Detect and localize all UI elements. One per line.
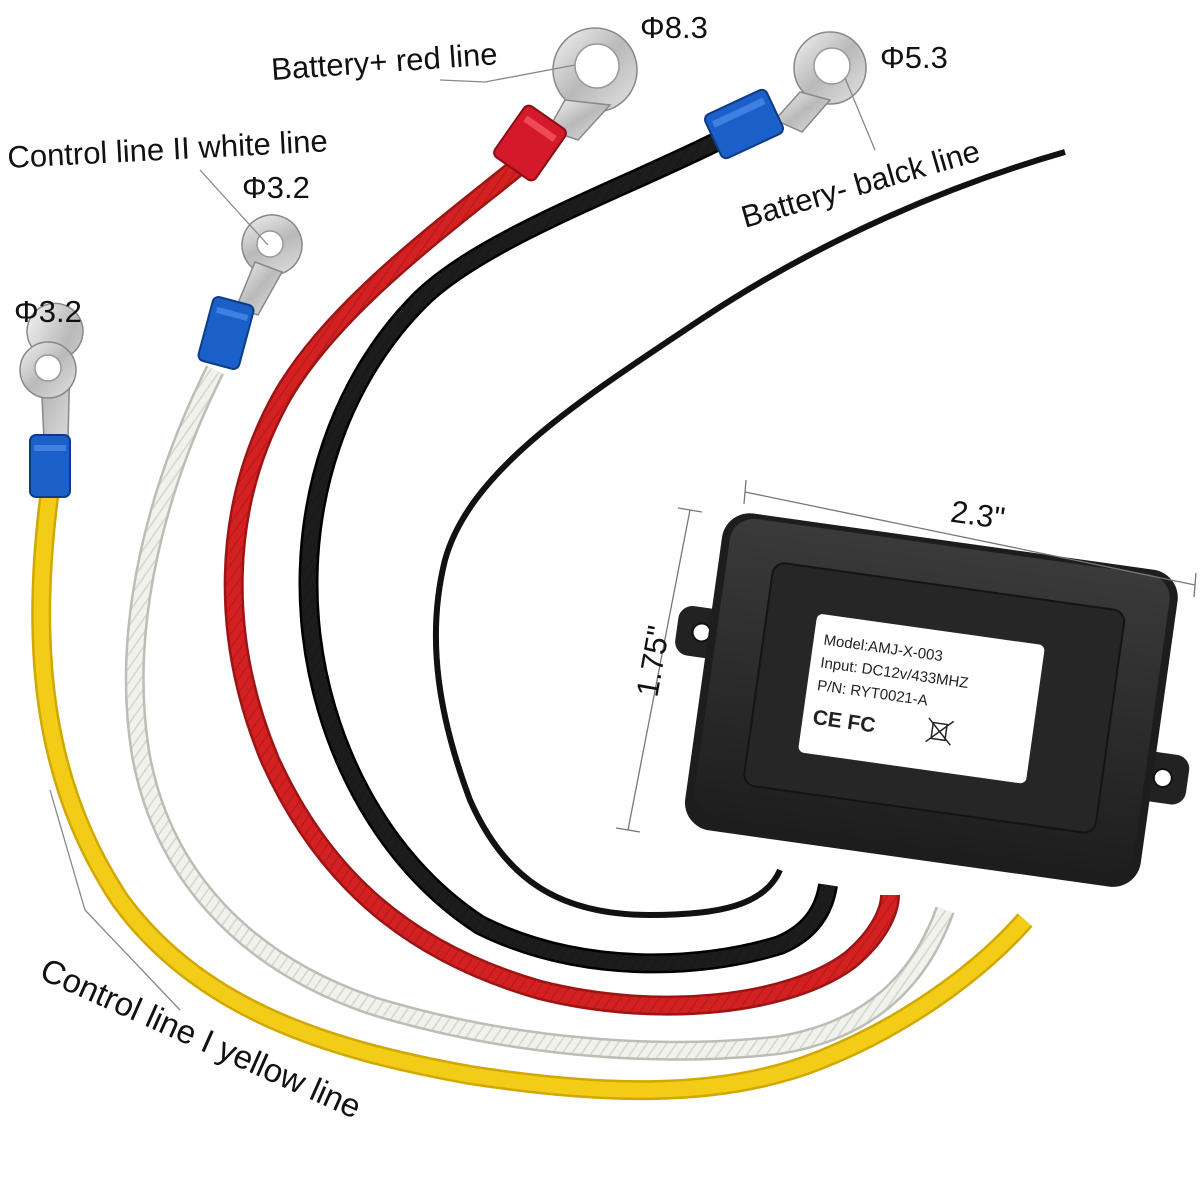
control-1-leader bbox=[49, 789, 181, 1011]
red-wire bbox=[223, 157, 900, 1016]
yellow-ring-size: Φ3.2 bbox=[14, 294, 82, 329]
battery-neg-leader bbox=[844, 77, 876, 151]
width-dimension-label: 2.3" bbox=[949, 494, 1007, 536]
receiver-module: Model:AMJ-X-003 Input: DC12v/433MHZ P/N:… bbox=[675, 513, 1190, 887]
width-dimension: 2.3" bbox=[743, 479, 1197, 598]
white-ring-size: Φ3.2 bbox=[242, 170, 310, 205]
black-ring-size: Φ5.3 bbox=[880, 40, 948, 75]
module-label-sticker bbox=[798, 614, 1045, 784]
height-dimension-label: 1.75" bbox=[630, 623, 677, 699]
black-ring-terminal bbox=[704, 31, 867, 160]
control-2-label: Control line II white line bbox=[7, 123, 329, 175]
weee-bin-icon bbox=[925, 717, 955, 746]
battery-negative-wire bbox=[431, 147, 1067, 920]
control-2-leader bbox=[199, 169, 269, 246]
red-ring-size: Φ8.3 bbox=[640, 10, 708, 45]
battery-neg-label: Battery- balck line bbox=[737, 133, 983, 235]
yellow-wire bbox=[31, 488, 1033, 1101]
black-wire bbox=[298, 131, 838, 974]
white-ring-terminal bbox=[197, 214, 303, 370]
red-ring-terminal bbox=[493, 27, 638, 182]
battery-pos-label: Battery+ red line bbox=[270, 36, 498, 87]
white-wire bbox=[124, 365, 955, 1061]
battery-pos-leader bbox=[439, 64, 576, 83]
yellow-ring-terminal bbox=[19, 302, 84, 498]
